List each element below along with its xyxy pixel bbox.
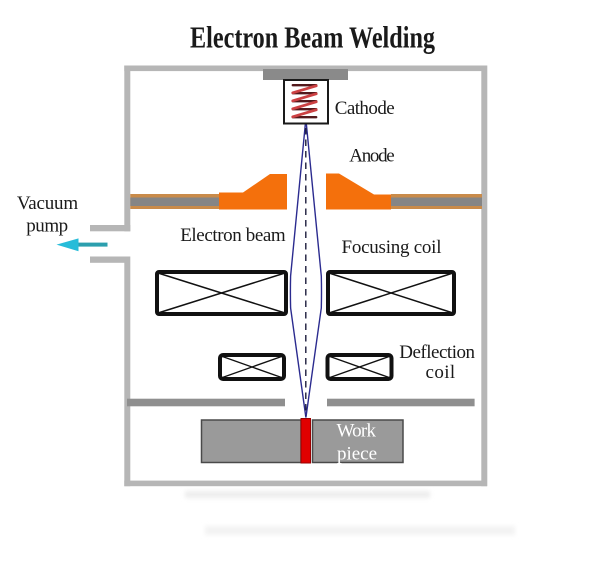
svg-text:Anode: Anode bbox=[349, 146, 394, 167]
svg-text:Focusing coil: Focusing coil bbox=[342, 237, 442, 258]
svg-text:Cathode: Cathode bbox=[335, 98, 395, 119]
svg-text:Deflection: Deflection bbox=[399, 342, 475, 363]
svg-text:pump: pump bbox=[26, 216, 68, 237]
svg-text:Vacuum: Vacuum bbox=[17, 193, 78, 214]
svg-text:Electron Beam Welding: Electron Beam Welding bbox=[190, 21, 435, 55]
svg-text:piece: piece bbox=[337, 444, 377, 465]
svg-text:coil: coil bbox=[426, 362, 456, 383]
svg-text:Electron beam: Electron beam bbox=[180, 225, 286, 246]
svg-text:Work: Work bbox=[337, 421, 377, 442]
